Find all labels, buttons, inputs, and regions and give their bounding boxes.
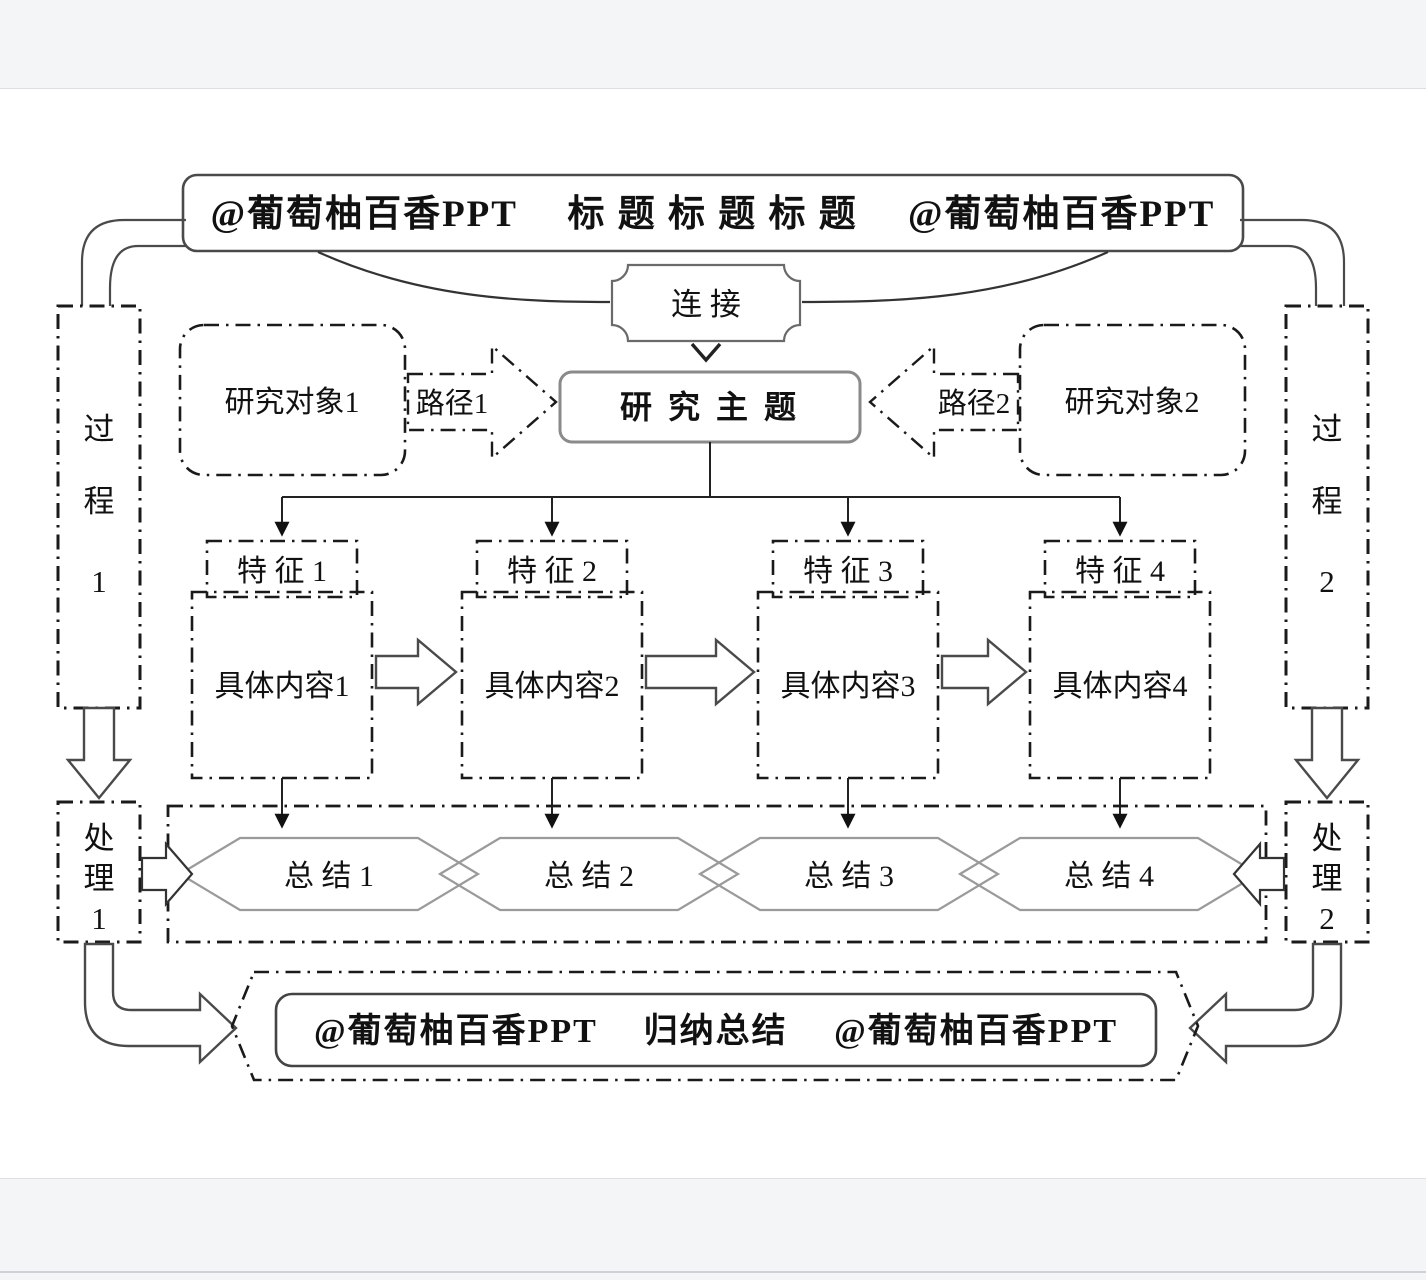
handle2-arrow: [1232, 841, 1286, 907]
flow-arrow-1: [374, 637, 458, 707]
summary-label-1: 总 结 1: [284, 860, 374, 893]
summary-label-3: 总 结 3: [804, 860, 894, 893]
theme-feature-tree: [274, 442, 1128, 537]
feature-tab-1: [205, 539, 359, 599]
bottom-banner-text: @葡萄柚百香PPT 归纳总结 @葡萄柚百香PPT: [314, 1012, 1118, 1050]
handle1-char-3: 1: [91, 901, 107, 936]
connect-down-arrowhead: [690, 342, 722, 363]
object1-label: 研究对象1: [225, 386, 360, 419]
bottom-banner-box: [274, 992, 1158, 1068]
theme-label: 研 究 主 题: [620, 389, 800, 425]
content-label-1: 具体内容1: [215, 670, 350, 703]
summary-hexagon-3: [697, 836, 1001, 912]
feature-column-3: 特 征 3 具体内容3: [756, 539, 940, 780]
feature-label-3: 特 征 3: [803, 555, 893, 588]
bottom-rule: [0, 1271, 1426, 1273]
content-label-2: 具体内容2: [485, 670, 620, 703]
process2-box: [1284, 304, 1370, 710]
object2-label: 研究对象2: [1065, 386, 1200, 419]
handle2-box: [1284, 800, 1370, 944]
left-pipe-connector: [80, 218, 186, 306]
flow-arrow-3: [940, 637, 1028, 707]
path2-arrow: [868, 343, 1020, 461]
feature-label-4: 特 征 4: [1075, 555, 1165, 588]
path2-label: 路径2: [938, 387, 1011, 420]
connect-label: 连 接: [671, 287, 741, 322]
bend-arrow-right: [1188, 942, 1343, 1065]
object2-box: [1018, 323, 1247, 477]
feature-label-1: 特 征 1: [237, 555, 327, 588]
right-curve-connector: [801, 250, 1109, 304]
process1-char-1: 过: [84, 412, 115, 447]
handle2-char-1: 处: [1312, 821, 1343, 856]
connect-plaque: [610, 263, 802, 343]
summary-hexagon-2: [437, 836, 741, 912]
bottom-outer-box: [230, 970, 1200, 1082]
handle2-char-2: 理: [1312, 861, 1343, 896]
bottom-margin-band: [0, 1178, 1426, 1280]
process2-char-3: 2: [1319, 564, 1335, 599]
process2-char-1: 过: [1312, 412, 1343, 447]
handle1-box: [56, 800, 142, 944]
flow-arrow-2: [644, 637, 756, 707]
feature-tab-3: [771, 539, 925, 599]
process1-char-3: 1: [91, 564, 107, 599]
summary-label-2: 总 结 2: [544, 860, 634, 893]
top-banner-box: [181, 173, 1245, 253]
right-pipe-connector: [1240, 218, 1346, 306]
handle1-arrow: [140, 841, 194, 907]
summary-hexagon-1: [177, 836, 481, 912]
feature-column-2: 特 征 2 具体内容2: [460, 539, 644, 780]
process2-down-arrow: [1293, 706, 1361, 800]
process1-down-arrow: [65, 706, 133, 800]
top-margin-band: [0, 0, 1426, 89]
left-curve-connector: [317, 250, 611, 304]
handle1-char-2: 理: [84, 861, 115, 896]
handle2-char-3: 2: [1319, 901, 1335, 936]
handle1-char-1: 处: [84, 821, 115, 856]
feature-column-4: 特 征 4 具体内容4: [1028, 539, 1212, 780]
process1-char-2: 程: [84, 484, 115, 519]
content-label-3: 具体内容3: [781, 670, 916, 703]
feature-label-2: 特 征 2: [507, 555, 597, 588]
path1-label: 路径1: [416, 387, 489, 420]
top-banner-text: @葡萄柚百香PPT 标 题 标 题 标 题 @葡萄柚百香PPT: [211, 193, 1216, 235]
process1-box: [56, 304, 142, 710]
feature-column-1: 特 征 1 具体内容1: [190, 539, 374, 780]
summary-label-4: 总 结 4: [1064, 860, 1154, 893]
feature-tab-4: [1043, 539, 1197, 599]
object1-box: [178, 323, 407, 477]
content-summary-arrows: [274, 778, 1128, 829]
bend-arrow-left: [83, 942, 238, 1065]
path1-arrow: [406, 343, 558, 461]
process2-char-2: 程: [1312, 484, 1343, 519]
feature-tab-2: [475, 539, 629, 599]
content-label-4: 具体内容4: [1053, 670, 1188, 703]
